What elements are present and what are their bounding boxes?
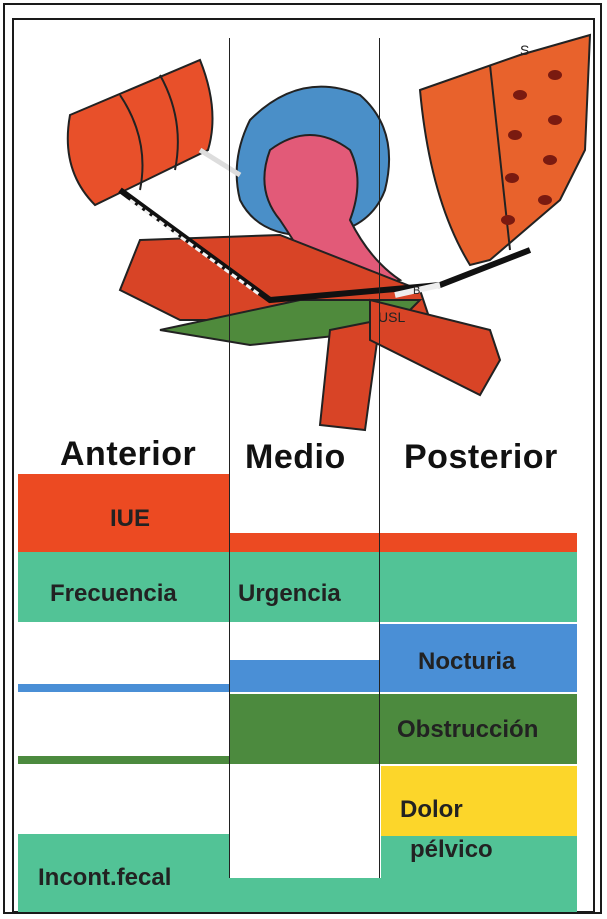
divider-medio-posterior — [379, 38, 380, 878]
pubic-bone-shape — [68, 60, 213, 205]
obstruccion-label: Obstrucción — [397, 716, 538, 744]
urgencia-label: Urgencia — [238, 580, 341, 608]
divider-anterior-medio — [229, 38, 230, 878]
column-heading-anterior: Anterior — [60, 435, 196, 474]
sacrum-shape — [420, 35, 590, 265]
frecuencia-label: Frecuencia — [50, 580, 177, 608]
nocturia-band-anterior — [18, 684, 229, 692]
usl-label: USL — [378, 309, 405, 325]
iue-label: IUE — [110, 505, 150, 533]
incont-fecal-band-medio — [229, 878, 381, 912]
dolor-label-line1: Dolor — [400, 796, 463, 824]
incont-fecal-label: Incont.fecal — [38, 864, 171, 892]
dolor-label-line2: pélvico — [410, 836, 493, 864]
obstruccion-band-anterior — [18, 756, 229, 764]
b-label: B — [413, 285, 420, 297]
pelvic-anatomy-illustration: S USL B — [14, 20, 594, 440]
column-heading-posterior: Posterior — [404, 438, 558, 477]
s-label: S — [520, 42, 529, 58]
iue-band-medio-posterior — [229, 533, 577, 552]
nocturia-band-medio — [229, 660, 379, 692]
nocturia-label: Nocturia — [418, 648, 515, 676]
column-heading-medio: Medio — [245, 438, 346, 477]
